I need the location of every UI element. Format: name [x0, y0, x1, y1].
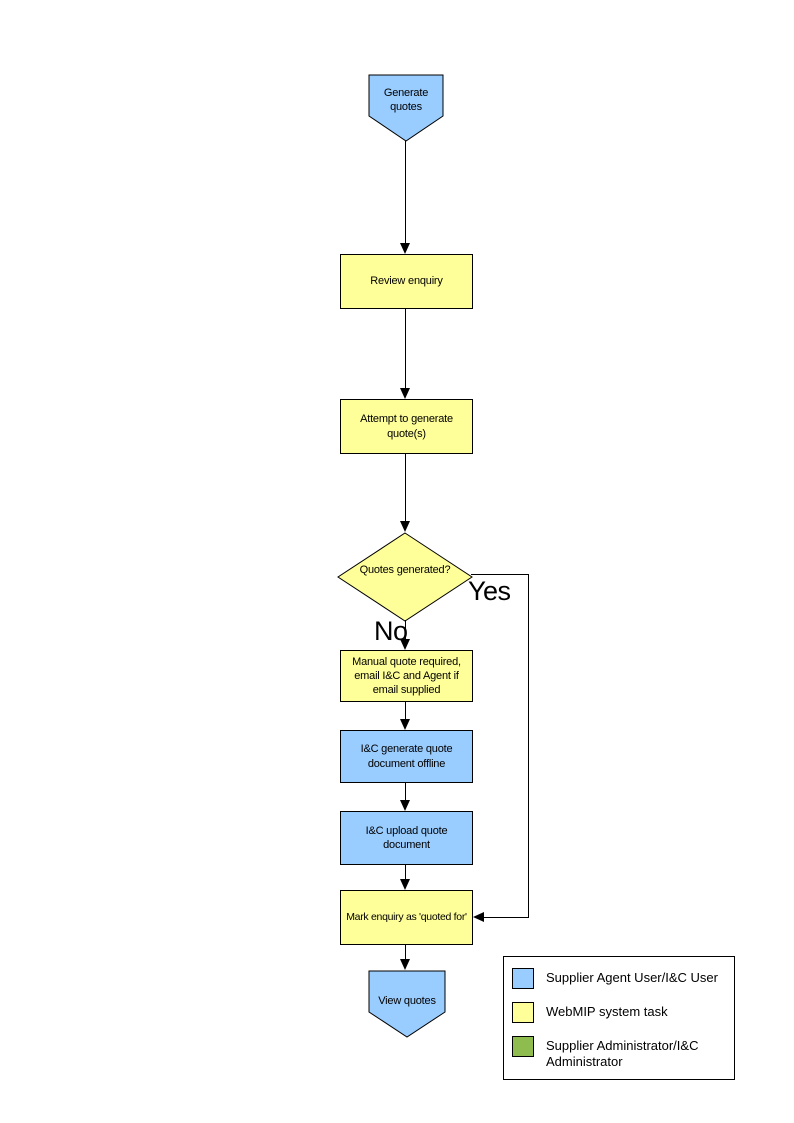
arrowhead-down-icon — [400, 719, 410, 730]
start-node-label: Generate quotes — [383, 87, 429, 114]
legend-swatch-green — [512, 1036, 534, 1057]
attempt-node-label: Attempt to generate quote(s) — [360, 413, 453, 440]
legend-item-supplier-agent: Supplier Agent User/I&C User — [512, 968, 726, 989]
connector-line — [405, 309, 406, 388]
arrowhead-down-icon — [400, 521, 410, 532]
arrowhead-down-icon — [400, 879, 410, 890]
legend-item-label: WebMIP system task — [546, 1004, 668, 1019]
ic-upload-node: I&C upload quote document — [340, 811, 473, 865]
pentagon-down-shape — [368, 970, 446, 1038]
ic-generate-node: I&C generate quote document offline — [340, 730, 473, 783]
yes-branch-label: Yes — [468, 576, 511, 606]
end-node-label: View quotes — [378, 995, 436, 1007]
connector-line — [405, 454, 406, 521]
mark-enquiry-node-label: Mark enquiry as 'quoted for' — [346, 910, 467, 923]
legend-item-supplier-admin: Supplier Administrator/I&C Administrator — [512, 1036, 726, 1069]
connector-line — [405, 865, 406, 879]
manual-quote-node-label: Manual quote required, email I&C and Age… — [352, 655, 461, 697]
yes-connector-line — [471, 574, 528, 575]
connector-line — [405, 783, 406, 800]
legend-swatch-yellow — [512, 1002, 534, 1023]
pentagon-down-shape — [368, 74, 444, 142]
ic-generate-node-label: I&C generate quote document offline — [360, 743, 453, 770]
attempt-node: Attempt to generate quote(s) — [340, 399, 473, 454]
arrowhead-down-icon — [400, 639, 410, 650]
yes-connector-line — [484, 917, 529, 918]
arrowhead-down-icon — [400, 959, 410, 970]
legend-item-webmip-task: WebMIP system task — [512, 1002, 726, 1023]
review-node-label: Review enquiry — [370, 275, 443, 288]
arrowhead-left-icon — [473, 912, 484, 922]
legend-item-label: Supplier Agent User/I&C User — [546, 970, 718, 985]
decision-node-label: Quotes generated? — [359, 564, 451, 576]
arrowhead-down-icon — [400, 800, 410, 811]
connector-line — [405, 702, 406, 719]
start-node-shape — [368, 74, 444, 142]
connector-line — [405, 620, 406, 639]
manual-quote-node: Manual quote required, email I&C and Age… — [340, 650, 473, 702]
arrowhead-down-icon — [400, 388, 410, 399]
legend: Supplier Agent User/I&C User WebMIP syst… — [503, 956, 735, 1080]
connector-line — [405, 141, 406, 244]
legend-swatch-blue — [512, 968, 534, 989]
connector-line — [405, 945, 406, 959]
yes-connector-line — [528, 574, 529, 918]
review-node: Review enquiry — [340, 254, 473, 309]
end-node-shape — [368, 970, 446, 1038]
mark-enquiry-node: Mark enquiry as 'quoted for' — [340, 890, 473, 945]
ic-upload-node-label: I&C upload quote document — [365, 824, 448, 851]
arrowhead-down-icon — [400, 243, 410, 254]
legend-item-label: Supplier Administrator/I&C Administrator — [546, 1038, 699, 1069]
